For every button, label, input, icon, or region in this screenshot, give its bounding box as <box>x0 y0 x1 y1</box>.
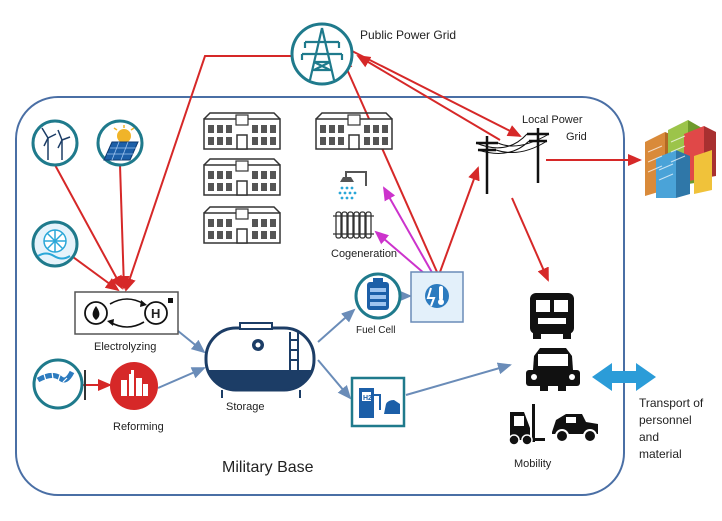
arrow-chp-to-local-grid <box>439 166 480 273</box>
solar-panel-icon <box>96 119 144 167</box>
arrow-wind-to-electrolyzer <box>54 164 123 290</box>
arrow-chp-to-shower <box>383 186 435 277</box>
electrolyzer-h-symbol: H <box>151 306 160 321</box>
military-base-boundary <box>15 96 625 496</box>
wind-turbine-icon <box>31 119 79 167</box>
arrow-grid-to-electrolyzer <box>124 55 292 292</box>
truck-icon <box>526 348 580 391</box>
arrow-solar-to-electrolyzer <box>117 164 130 290</box>
shower-icon <box>338 171 367 200</box>
double-arrow-icon <box>592 363 656 391</box>
pipeline-icon <box>32 358 86 410</box>
electrolyzing-label: Electrolyzing <box>94 341 156 353</box>
arrow-h2-station-to-mobility <box>405 362 512 396</box>
transport-label-line4: material <box>639 447 682 461</box>
local-grid-icon <box>475 128 550 194</box>
arrow-storage-to-fuel-cell <box>317 308 356 343</box>
city-icon <box>645 120 716 198</box>
fuel-cell-label: Fuel Cell <box>356 325 395 336</box>
building-icon <box>315 112 393 150</box>
arrow-reforming-to-storage <box>157 367 206 389</box>
energy-flow-arrows <box>54 49 642 391</box>
building-icon <box>203 206 281 244</box>
refinery-icon <box>110 362 158 410</box>
storage-label: Storage <box>226 401 265 413</box>
cogeneration-label: Cogeneration <box>331 248 397 260</box>
mobility-label: Mobility <box>514 458 552 470</box>
electrolyzer-icon <box>74 291 179 335</box>
public-grid-icon <box>290 22 354 86</box>
transport-label-line2: personnel <box>639 413 692 427</box>
local-grid-label-line1: Local Power <box>522 114 583 126</box>
arrow-public-to-local-grid <box>349 49 522 137</box>
local-grid-label-line2: Grid <box>566 131 587 143</box>
building-icon <box>203 158 281 196</box>
reforming-label: Reforming <box>113 421 164 433</box>
h2-station-label: H2 <box>363 395 372 402</box>
transport-label-line3: and <box>639 430 659 444</box>
transport-label-line1: Transport of <box>639 396 704 410</box>
jeep-icon <box>552 414 598 443</box>
bus-icon <box>530 293 574 339</box>
arrow-storage-to-h2-station <box>317 359 352 400</box>
hydrogen-tank-icon <box>204 322 316 398</box>
arrow-chp-to-grid <box>341 56 438 273</box>
radiator-icon <box>333 211 374 239</box>
public-grid-label: Public Power Grid <box>360 28 456 42</box>
hydro-turbine-icon <box>31 220 79 268</box>
fuel-cell-icon <box>354 272 402 320</box>
building-icon <box>203 112 281 150</box>
arrow-local-grid-to-mobility <box>511 197 549 282</box>
h2-station-icon <box>350 376 406 428</box>
forklift-icon <box>508 404 545 446</box>
chp-unit-icon <box>410 271 464 323</box>
arrow-local-to-public-grid <box>356 54 501 141</box>
military-base-label: Military Base <box>222 459 314 476</box>
